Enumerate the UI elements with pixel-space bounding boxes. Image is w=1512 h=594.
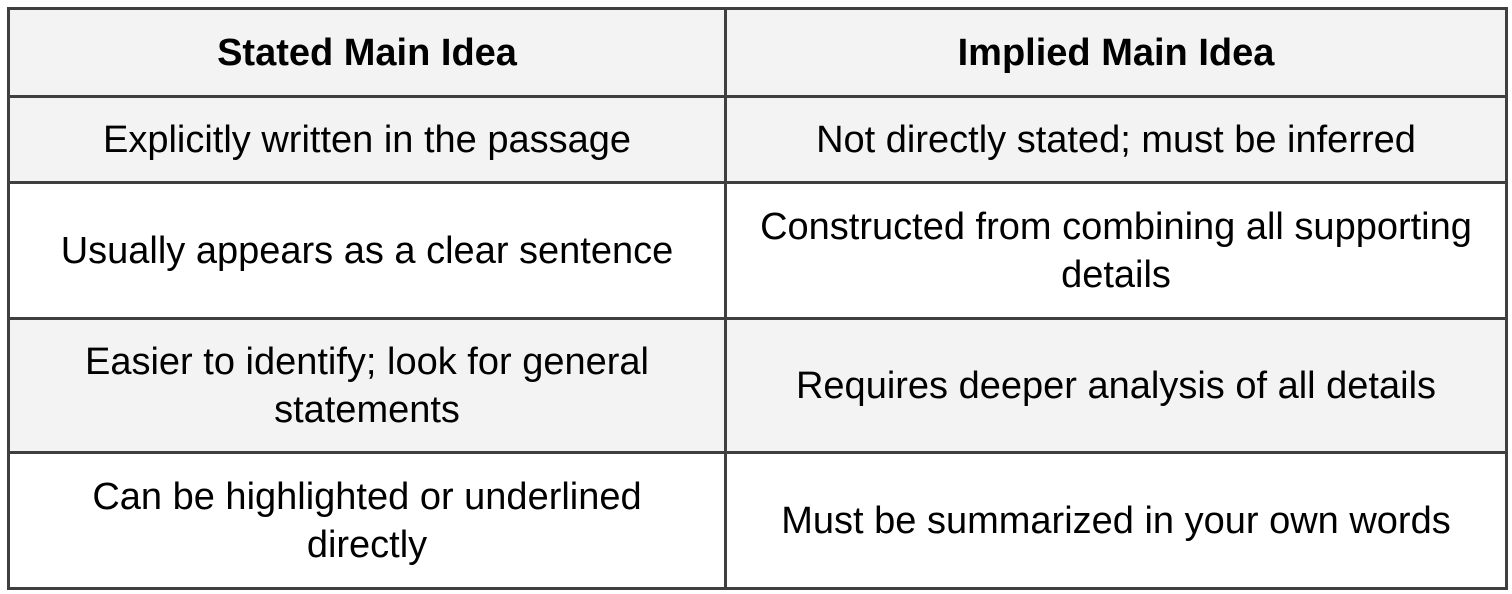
table-row: Explicitly written in the passage Not di… (7, 95, 1508, 184)
stated-cell: Easier to identify; look for general sta… (7, 317, 727, 454)
table-row: Easier to identify; look for general sta… (7, 317, 1508, 454)
implied-cell: Not directly stated; must be inferred (724, 95, 1508, 184)
implied-cell: Requires deeper analysis of all details (724, 317, 1508, 454)
header-implied-main-idea: Implied Main Idea (724, 7, 1508, 98)
comparison-table: Stated Main Idea Implied Main Idea Expli… (7, 7, 1508, 590)
table-row: Usually appears as a clear sentence Cons… (7, 181, 1508, 320)
header-stated-main-idea: Stated Main Idea (7, 7, 727, 98)
implied-cell: Must be summarized in your own words (724, 451, 1508, 590)
stated-cell: Usually appears as a clear sentence (7, 181, 727, 320)
implied-cell: Constructed from combining all supportin… (724, 181, 1508, 320)
table-row: Can be highlighted or underlined directl… (7, 451, 1508, 590)
stated-cell: Explicitly written in the passage (7, 95, 727, 184)
header-row: Stated Main Idea Implied Main Idea (7, 7, 1508, 98)
stated-cell: Can be highlighted or underlined directl… (7, 451, 727, 590)
